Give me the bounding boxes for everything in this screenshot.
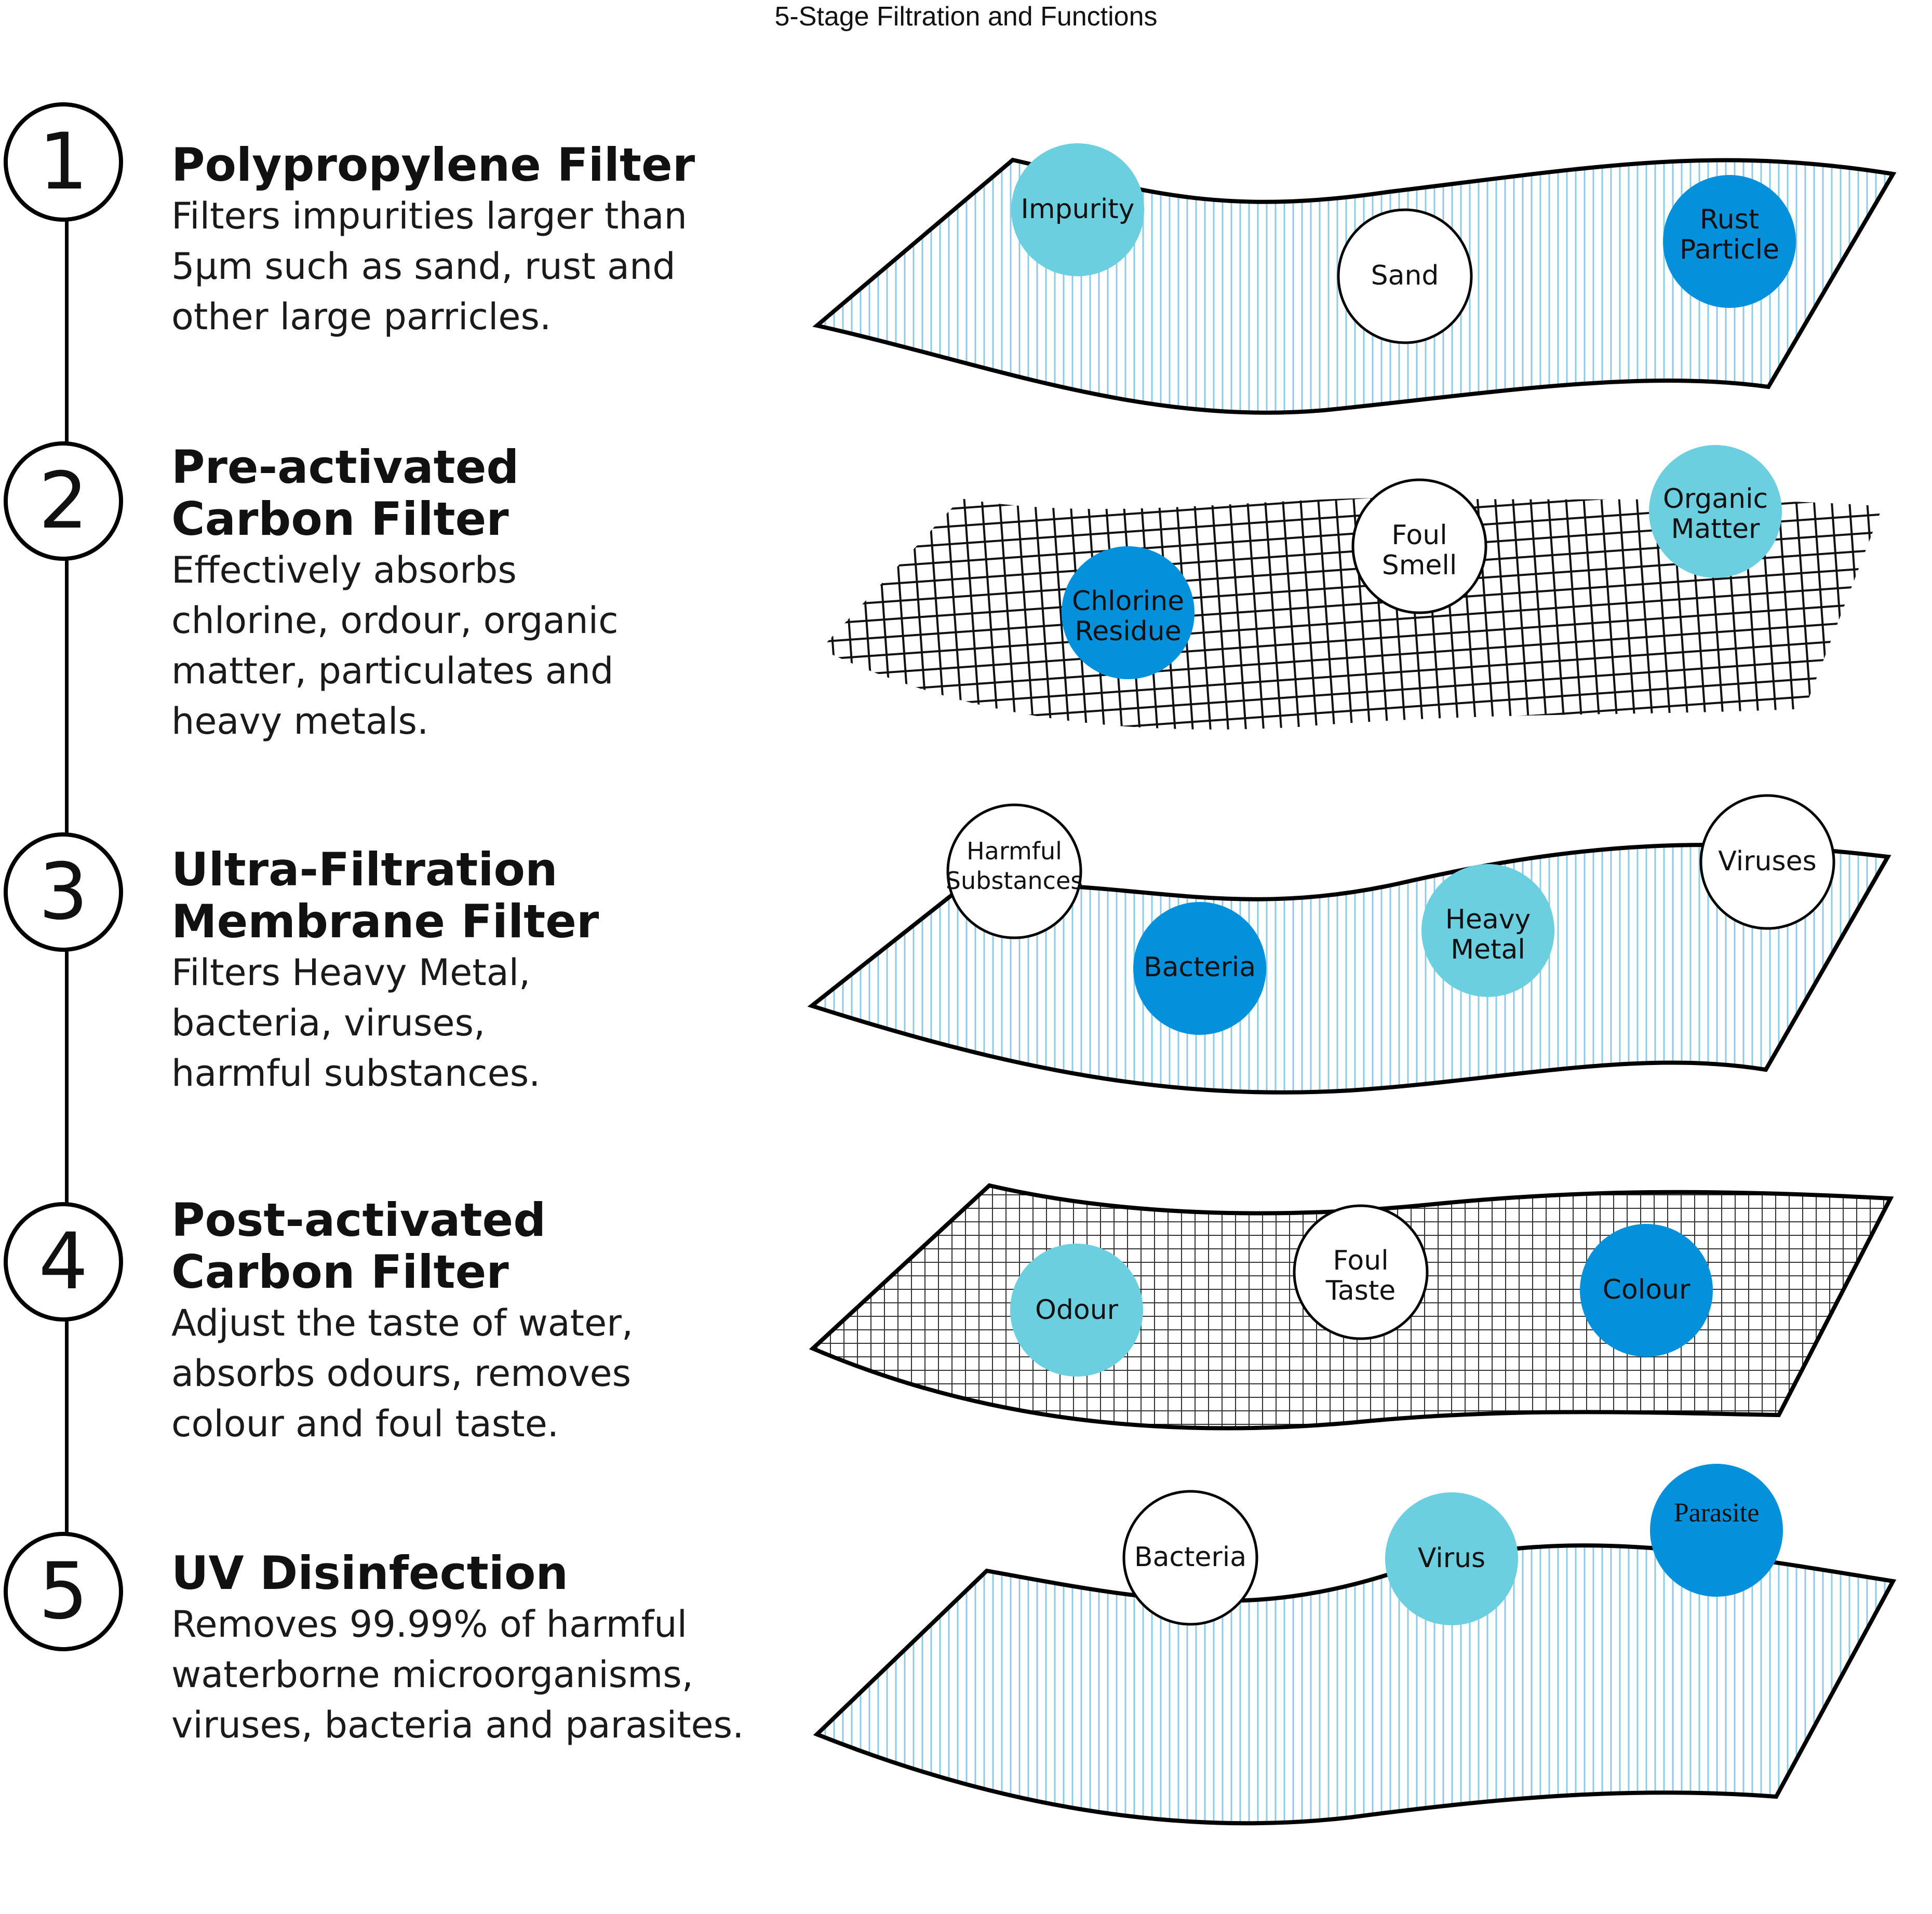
step-1-number-badge: 1: [4, 102, 123, 222]
svg-text:Foul: Foul: [1333, 1245, 1388, 1276]
particle-harmful-substances: Harmful Substances: [946, 803, 1083, 939]
step-3-description: Filters Heavy Metal, bacteria, viruses, …: [171, 951, 541, 1095]
particle-colour: Colour: [1580, 1224, 1713, 1357]
svg-text:Heavy: Heavy: [1445, 904, 1531, 935]
svg-text:Bacteria: Bacteria: [1134, 1542, 1246, 1573]
step-5-description: Removes 99.99% of harmful waterborne mic…: [171, 1603, 744, 1746]
svg-text:Foul: Foul: [1391, 520, 1447, 551]
svg-text:Organic: Organic: [1663, 483, 1768, 515]
step-2-text: Pre-activated Carbon Filter Effectively …: [171, 441, 795, 747]
step-1-text: Polypropylene Filter Filters impurities …: [171, 139, 795, 342]
particle-organic-matter: Organic Matter: [1649, 445, 1782, 578]
svg-text:Taste: Taste: [1325, 1275, 1396, 1306]
step-2-description: Effectively absorbs chlorine, ordour, or…: [171, 549, 619, 743]
step-5-number-badge: 5: [4, 1532, 123, 1651]
step-5-text: UV Disinfection Removes 99.99% of harmfu…: [171, 1547, 795, 1750]
svg-text:Residue: Residue: [1075, 616, 1181, 647]
svg-text:Substances: Substances: [946, 867, 1083, 895]
stage-3-membrane: [807, 843, 1891, 1095]
svg-text:Odour: Odour: [1035, 1295, 1119, 1326]
step-1-description: Filters impurities larger than 5µm such …: [171, 195, 687, 338]
particle-foul-smell: Foul Smell: [1351, 478, 1487, 614]
particle-chlorine-residue: Chlorine Residue: [1062, 546, 1195, 679]
step-3-number-badge: 3: [4, 832, 123, 952]
step-3-text: Ultra-Filtration Membrane Filter Filters…: [171, 844, 795, 1099]
stage-2-membrane: [821, 497, 1883, 730]
particle-parasite: Parasite: [1650, 1464, 1783, 1597]
particle-virus: Virus: [1385, 1492, 1518, 1625]
particle-impurity: Impurity: [1011, 143, 1144, 276]
svg-text:Impurity: Impurity: [1021, 194, 1135, 225]
particle-heavy-metal: Heavy Metal: [1421, 864, 1554, 997]
particle-odour: Odour: [1010, 1244, 1143, 1377]
svg-text:Metal: Metal: [1451, 934, 1525, 965]
svg-text:Chlorine: Chlorine: [1072, 586, 1184, 617]
svg-text:Parasite: Parasite: [1674, 1498, 1760, 1528]
svg-text:Harmful: Harmful: [967, 837, 1062, 865]
svg-text:Smell: Smell: [1382, 550, 1457, 581]
stage-5-membrane: [813, 1543, 1897, 1826]
svg-text:Bacteria: Bacteria: [1144, 952, 1256, 983]
svg-text:Viruses: Viruses: [1718, 846, 1816, 877]
step-3-title: Ultra-Filtration Membrane Filter: [171, 843, 599, 948]
svg-text:Colour: Colour: [1603, 1274, 1691, 1305]
svg-text:Sand: Sand: [1371, 260, 1439, 291]
step-5-title: UV Disinfection: [171, 1546, 569, 1600]
svg-text:Virus: Virus: [1418, 1543, 1485, 1574]
step-2-title: Pre-activated Carbon Filter: [171, 440, 519, 546]
page-title: 5-Stage Filtration and Functions: [774, 2, 1158, 32]
step-4-title: Post-activated Carbon Filter: [171, 1193, 546, 1299]
particle-bacteria-uv: Bacteria: [1122, 1490, 1258, 1626]
step-2-number-badge: 2: [4, 441, 123, 561]
particle-rust-particle: Rust Particle: [1663, 175, 1796, 308]
svg-text:Particle: Particle: [1680, 234, 1779, 265]
svg-text:Matter: Matter: [1671, 514, 1761, 545]
particle-bacteria: Bacteria: [1133, 902, 1266, 1035]
step-4-number-badge: 4: [4, 1202, 123, 1322]
particle-foul-taste: Foul Taste: [1293, 1204, 1429, 1340]
particle-viruses: Viruses: [1699, 794, 1835, 930]
step-4-text: Post-activated Carbon Filter Adjust the …: [171, 1194, 795, 1449]
step-4-description: Adjust the taste of water, absorbs odour…: [171, 1302, 634, 1445]
step-1-title: Polypropylene Filter: [171, 138, 695, 192]
particle-sand: Sand: [1337, 208, 1473, 344]
svg-text:Rust: Rust: [1700, 204, 1759, 235]
